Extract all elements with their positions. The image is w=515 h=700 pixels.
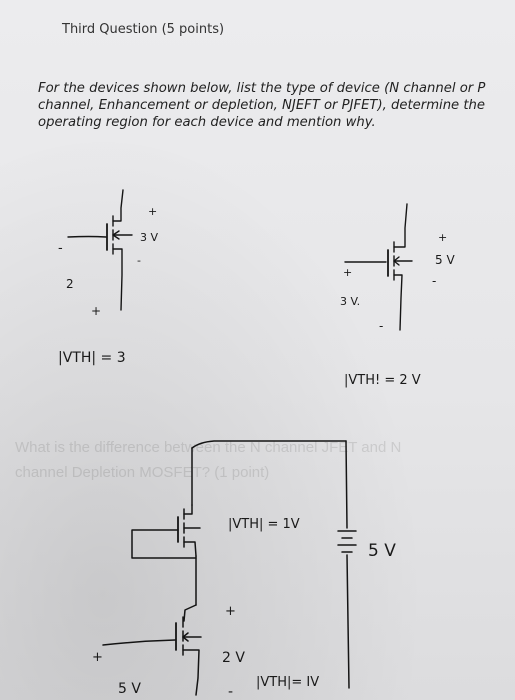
device2-plus-top: + bbox=[438, 231, 447, 244]
device1-plus-top: + bbox=[148, 205, 157, 218]
device2-source-lead bbox=[393, 274, 403, 331]
device2-vth-label: |VTH! = 2 V bbox=[344, 373, 421, 388]
device3-wiring bbox=[102, 440, 357, 696]
device2-minus-right: - bbox=[432, 274, 436, 288]
device3-mid-voltage: 2 V bbox=[222, 650, 245, 666]
device3-plus-gate: + bbox=[92, 650, 103, 665]
device1-source-lead bbox=[112, 248, 123, 311]
device2-plus-gate: + bbox=[343, 266, 352, 279]
device3-top-wire bbox=[191, 440, 347, 449]
device1-minus-mid: - bbox=[137, 254, 141, 267]
background-bleed-through-text: What is the difference between the N cha… bbox=[15, 435, 495, 485]
device3-lower-gate-lead bbox=[102, 639, 176, 646]
device2-vgs-label: 3 V. bbox=[340, 295, 360, 308]
ghost-line-2: channel Depletion MOSFET? (1 point) bbox=[15, 464, 270, 481]
device2-transistor bbox=[344, 203, 413, 331]
device2-drain-lead bbox=[393, 203, 408, 248]
device3-lower-source bbox=[182, 649, 200, 696]
device1-vds-label: 3 V bbox=[140, 231, 158, 244]
device1-drain-lead bbox=[112, 189, 124, 222]
device3-minus-bottom: - bbox=[228, 684, 233, 700]
question-title: Third Question (5 points) bbox=[62, 22, 225, 37]
device1-plus-bottom: + bbox=[91, 304, 101, 318]
device1-vth-label: |VTH| = 3 bbox=[58, 350, 126, 366]
device3-supply-label: 5 V bbox=[368, 541, 396, 561]
device1-minus-left: - bbox=[58, 241, 63, 256]
device3-gate-voltage: 5 V bbox=[118, 681, 141, 697]
device3-vth-upper: |VTH| = 1V bbox=[228, 517, 300, 532]
device1-transistor bbox=[67, 189, 133, 311]
device3-vth-lower: |VTH|= IV bbox=[256, 675, 319, 690]
device3-plus-right: + bbox=[225, 604, 236, 619]
device1-vgs-label: 2 bbox=[66, 277, 74, 291]
device3-right-wire-top bbox=[345, 440, 348, 529]
question-body: For the devices shown below, list the ty… bbox=[38, 81, 486, 130]
ghost-line-1: What is the difference between the N cha… bbox=[15, 439, 402, 456]
device3-right-wire-bottom bbox=[346, 554, 350, 689]
device2-minus-bottom: - bbox=[379, 319, 383, 333]
device1-gate-lead bbox=[67, 235, 107, 238]
device3-gate-loop bbox=[131, 529, 197, 559]
device2-vds-label: 5 V bbox=[435, 253, 455, 267]
